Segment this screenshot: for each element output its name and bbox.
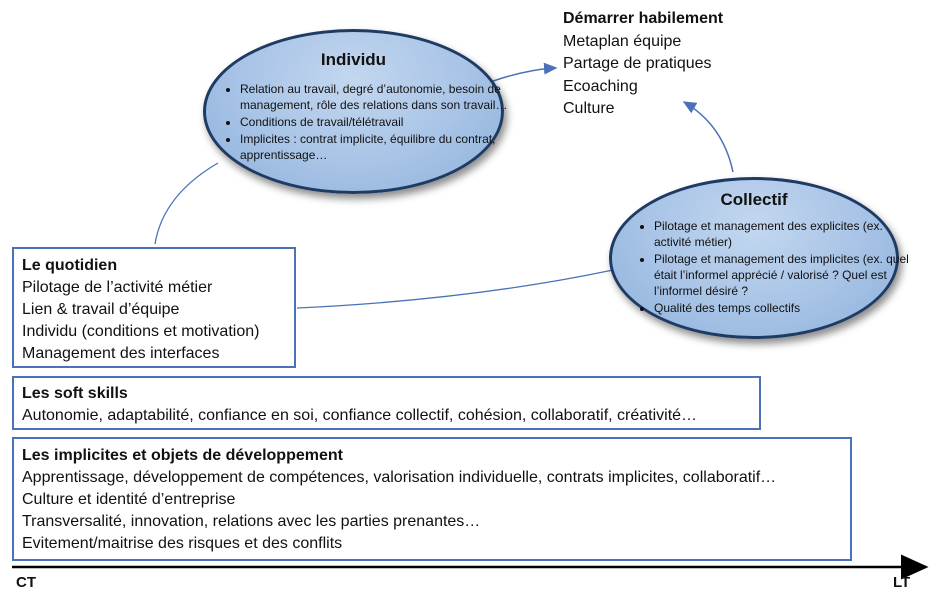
individu-item: Implicites : contrat implicite, équilibr… [240,131,510,163]
collectif-item: Pilotage et management des implicites (e… [654,251,909,299]
soft-skills-line: Autonomie, adaptabilité, confiance en so… [22,407,698,424]
start-item: Partage de pratiques [563,55,712,72]
soft-skills-title: Les soft skills [22,385,128,402]
implicites-line: Culture et identité d’entreprise [22,491,236,508]
implicites-title: Les implicites et objets de développemen… [22,447,343,464]
implicites-line: Apprentissage, développement de compéten… [22,469,777,486]
individu-list: Relation au travail, degré d’autonomie, … [226,81,510,164]
collectif-title: Collectif [720,190,788,209]
individu-item: Conditions de travail/télétravail [240,114,510,130]
quotidien-line: Pilotage de l’activité métier [22,279,213,296]
start-title: Démarrer habilement [563,10,724,27]
connector-quotidien-collectif [296,269,614,309]
axis-end-label: LT [893,574,911,591]
collectif-item: Qualité des temps collectifs [654,300,909,316]
quotidien-title: Le quotidien [22,257,118,274]
collectif-item: Pilotage et management des explicites (e… [654,218,909,250]
soft-skills-box: Les soft skills Autonomie, adaptabilité,… [12,376,761,430]
implicites-box: Les implicites et objets de développemen… [12,437,852,561]
axis-start-label: CT [16,574,36,591]
connector-individu-quotidien [154,162,219,245]
implicites-line: Evitement/maitrise des risques et des co… [22,535,343,552]
start-item: Culture [563,100,615,117]
start-item: Ecoaching [563,77,638,95]
quotidien-line: Management des interfaces [22,345,220,362]
collectif-ellipse: Collectif Pilotage et management des exp… [609,177,909,339]
quotidien-line: Lien & travail d’équipe [22,301,180,318]
implicites-line: Transversalité, innovation, relations av… [22,513,481,530]
individu-ellipse: Individu Relation au travail, degré d’au… [203,29,507,194]
quotidien-line: Individu (conditions et motivation) [22,323,260,340]
individu-item: Relation au travail, degré d’autonomie, … [240,81,510,113]
individu-title: Individu [320,50,387,69]
start-item: Metaplan équipe [563,32,682,50]
start-section: Démarrer habilement Metaplan équipe Part… [563,8,723,121]
collectif-list: Pilotage et management des explicites (e… [640,218,909,317]
quotidien-box: Le quotidien Pilotage de l’activité méti… [12,247,296,368]
